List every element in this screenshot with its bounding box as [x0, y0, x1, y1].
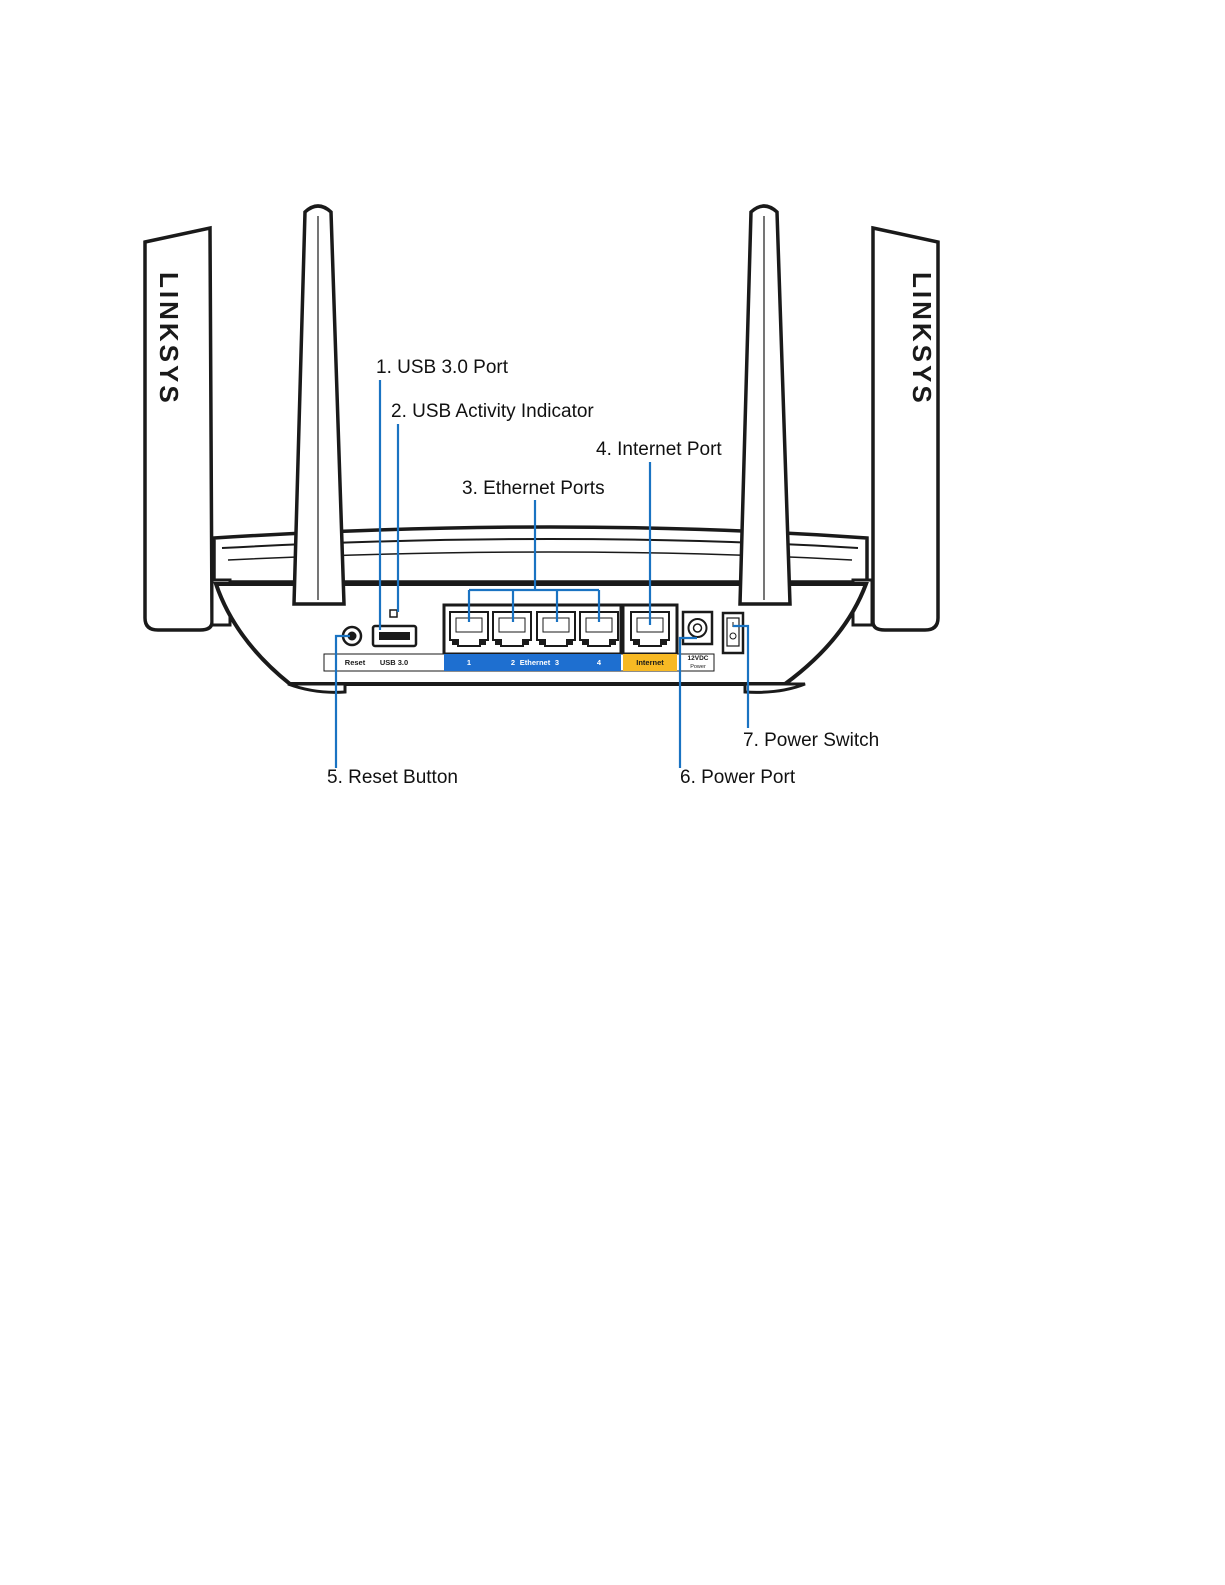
panel-label-usb: USB 3.0	[380, 658, 408, 667]
callout-reset-button: 5. Reset Button	[327, 767, 458, 788]
ethernet-ports-block	[444, 605, 621, 654]
panel-label-power-voltage: 12VDC	[688, 655, 709, 662]
power-switch-rocker	[723, 613, 743, 653]
right-outer-antenna: LINKSYS	[873, 228, 938, 630]
callout-internet-port: 4. Internet Port	[596, 439, 722, 460]
left-outer-antenna: LINKSYS	[145, 228, 212, 630]
right-antenna-brand-text: LINKSYS	[907, 272, 937, 406]
panel-label-eth-1: 1	[467, 658, 471, 667]
panel-label-ethernet: Ethernet	[520, 658, 551, 667]
right-inner-antenna	[740, 206, 790, 604]
callout-usb-port: 1. USB 3.0 Port	[376, 357, 509, 378]
panel-label-strip: Reset USB 3.0 1 2 Ethernet 3 4 Internet …	[324, 654, 714, 671]
panel-label-internet: Internet	[636, 658, 664, 667]
panel-label-reset: Reset	[345, 658, 366, 667]
panel-label-eth-2: 2	[511, 658, 515, 667]
callout-power-port: 6. Power Port	[680, 767, 796, 788]
callout-power-switch: 7. Power Switch	[743, 730, 879, 751]
usb-activity-led	[390, 610, 397, 617]
left-inner-antenna	[294, 206, 344, 604]
panel-label-power: Power	[690, 664, 706, 670]
panel-label-eth-3: 3	[555, 658, 559, 667]
callout-ethernet-ports: 3. Ethernet Ports	[462, 478, 605, 499]
left-antenna-brand-text: LINKSYS	[154, 272, 184, 406]
callout-usb-activity: 2. USB Activity Indicator	[391, 401, 594, 422]
power-port-socket	[683, 612, 712, 644]
